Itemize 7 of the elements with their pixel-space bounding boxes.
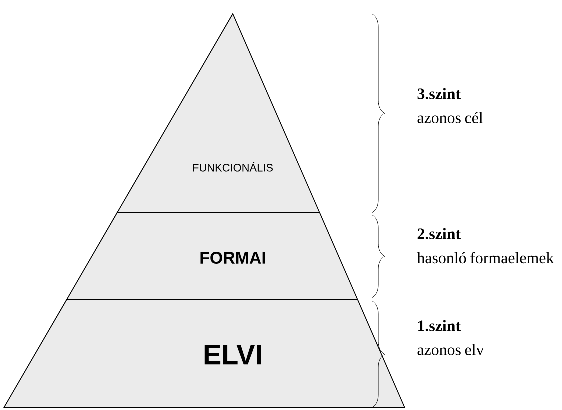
level-description: hasonló formaelemek bbox=[417, 252, 554, 264]
level-number: 1.szint bbox=[418, 320, 461, 332]
level-description: azonos cél bbox=[418, 112, 484, 124]
level-number: 3.szint bbox=[418, 88, 461, 100]
pyramid-level: FORMAI bbox=[66, 212, 359, 300]
level-description: azonos elv bbox=[418, 344, 484, 356]
level-number: 2.szint bbox=[418, 228, 461, 240]
